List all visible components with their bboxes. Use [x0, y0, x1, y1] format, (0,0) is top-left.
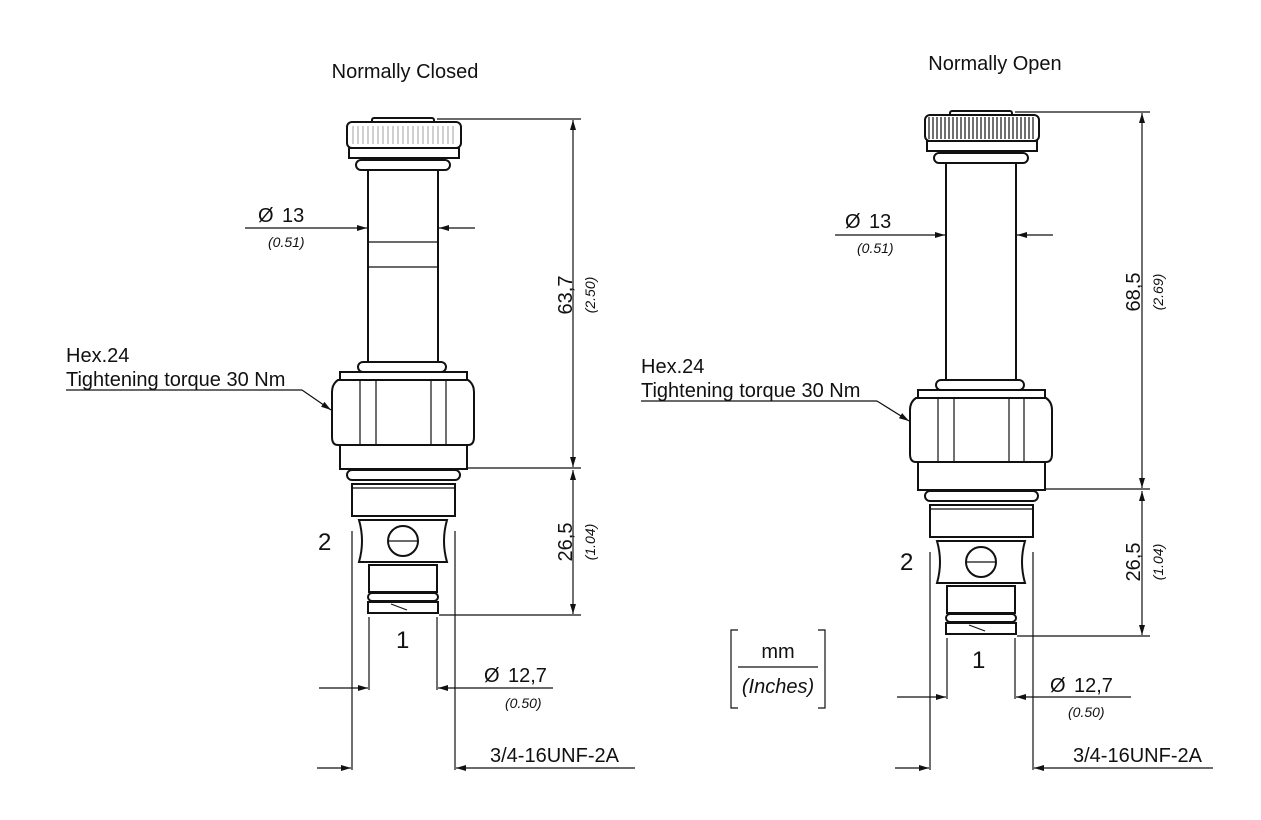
lower-oring [945, 613, 1017, 623]
right-port-2: 2 [900, 549, 913, 576]
units-legend: mm (Inches) [730, 629, 826, 709]
right-hex-label: Hex.24 [641, 356, 704, 378]
left-diameter-top-inches: (0.51) [268, 234, 305, 250]
spool-tip [945, 622, 1017, 635]
right-diameter-bottom-value: 12,7 [1074, 675, 1113, 697]
tube-oring [357, 361, 447, 373]
right-diameter-bottom-symbol: Ø [1050, 675, 1066, 697]
hex-plate [917, 389, 1046, 399]
left-height-lower: 26,5 [555, 523, 577, 562]
normally-closed-valve [66, 117, 635, 771]
nut-base [339, 444, 468, 470]
right-thread: 3/4-16UNF-2A [1073, 745, 1203, 767]
hex-leader [301, 389, 332, 411]
tube-oring [935, 379, 1025, 391]
units-inches: (Inches) [742, 676, 814, 698]
lower-spool [368, 564, 438, 593]
hex-plate [339, 371, 468, 381]
body-oring [924, 490, 1039, 502]
lower-oring [367, 592, 439, 602]
normally-open-valve [641, 110, 1213, 771]
body-oring [346, 469, 461, 481]
coil-tube [945, 162, 1017, 381]
units-mm: mm [761, 641, 794, 663]
right-height-lower: 26,5 [1123, 543, 1145, 582]
right-torque-label: Tightening torque 30 Nm [641, 380, 860, 402]
right-port-1: 1 [972, 647, 985, 674]
body-collar [929, 504, 1034, 538]
left-port-2: 2 [318, 529, 331, 556]
nut-base [917, 461, 1046, 491]
cap-band [926, 140, 1038, 152]
right-diameter-symbol: Ø [845, 211, 861, 233]
left-diameter-bottom-inches: (0.50) [505, 695, 542, 711]
right-height-upper: 68,5 [1123, 273, 1145, 312]
knurled-cap [346, 121, 462, 149]
hex-leader [876, 400, 910, 422]
right-title: Normally Open [928, 53, 1061, 75]
right-height-lower-inches: (1.04) [1150, 544, 1166, 581]
left-port-1: 1 [396, 627, 409, 654]
left-hex-label: Hex.24 [66, 345, 129, 367]
left-torque-label: Tightening torque 30 Nm [66, 369, 285, 391]
left-height-upper: 63,7 [555, 276, 577, 315]
right-height-upper-inches: (2.69) [1150, 274, 1166, 311]
coil-tube [367, 169, 439, 363]
right-diameter-top-inches: (0.51) [857, 240, 894, 256]
hex-nut [331, 379, 475, 446]
tip-line [968, 624, 986, 632]
left-height-upper-inches: (2.50) [582, 277, 598, 314]
left-diameter-top-value: 13 [282, 205, 304, 227]
lower-spool [946, 585, 1016, 614]
spool-tip [367, 601, 439, 614]
right-diameter-top-value: 13 [869, 211, 891, 233]
knurled-cap [924, 114, 1040, 142]
cap-oring [355, 159, 451, 171]
left-diameter-bottom-symbol: Ø [484, 665, 500, 687]
left-title: Normally Closed [332, 61, 479, 83]
left-diameter-symbol: Ø [258, 205, 274, 227]
cap-band [348, 147, 460, 159]
right-diameter-bottom-inches: (0.50) [1068, 704, 1105, 720]
tip-line [390, 603, 408, 611]
left-diameter-bottom-value: 12,7 [508, 665, 547, 687]
cap-oring [933, 152, 1029, 164]
left-thread: 3/4-16UNF-2A [490, 745, 620, 767]
body-collar [351, 483, 456, 517]
left-height-lower-inches: (1.04) [582, 524, 598, 561]
hex-nut [909, 397, 1053, 463]
